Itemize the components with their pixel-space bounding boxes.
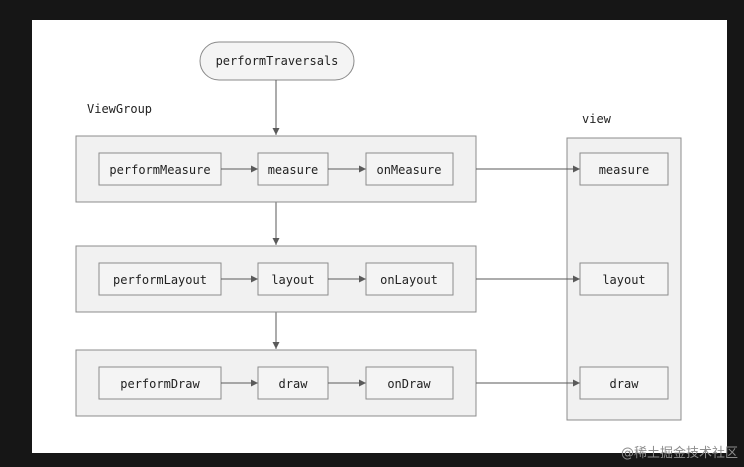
view-draw-label: draw <box>610 377 640 391</box>
viewgroup-label: ViewGroup <box>87 102 152 116</box>
perform-layout-node: performLayout <box>98 262 222 296</box>
start-node: performTraversals <box>199 41 355 81</box>
view-measure-label: measure <box>599 163 650 177</box>
watermark: @稀土掘金技术社区 <box>620 446 738 461</box>
perform-draw-label: performDraw <box>120 377 200 391</box>
measure-node: measure <box>257 152 329 186</box>
on-measure-label: onMeasure <box>376 163 441 177</box>
perform-layout-label: performLayout <box>113 273 207 287</box>
layout-node: layout <box>257 262 329 296</box>
on-measure-node: onMeasure <box>365 152 454 186</box>
on-layout-label: onLayout <box>380 273 438 287</box>
view-layout-label: layout <box>602 273 645 287</box>
perform-measure-node: performMeasure <box>98 152 222 186</box>
start-node-label: performTraversals <box>216 54 339 68</box>
view-layout-node: layout <box>579 262 669 296</box>
measure-label: measure <box>268 163 319 177</box>
diagram-canvas: performTraversals ViewGroup view perform… <box>32 20 727 453</box>
on-draw-label: onDraw <box>387 377 431 391</box>
view-label: view <box>582 112 612 126</box>
view-draw-node: draw <box>579 366 669 400</box>
draw-node: draw <box>257 366 329 400</box>
start-node-shape <box>199 41 355 81</box>
perform-measure-label: performMeasure <box>109 163 210 177</box>
on-draw-node: onDraw <box>365 366 454 400</box>
perform-draw-node: performDraw <box>98 366 222 400</box>
on-layout-node: onLayout <box>365 262 454 296</box>
flow-diagram: performTraversals ViewGroup view perform… <box>75 41 682 421</box>
draw-label: draw <box>279 377 309 391</box>
view-measure-node: measure <box>579 152 669 186</box>
layout-label: layout <box>271 273 314 287</box>
